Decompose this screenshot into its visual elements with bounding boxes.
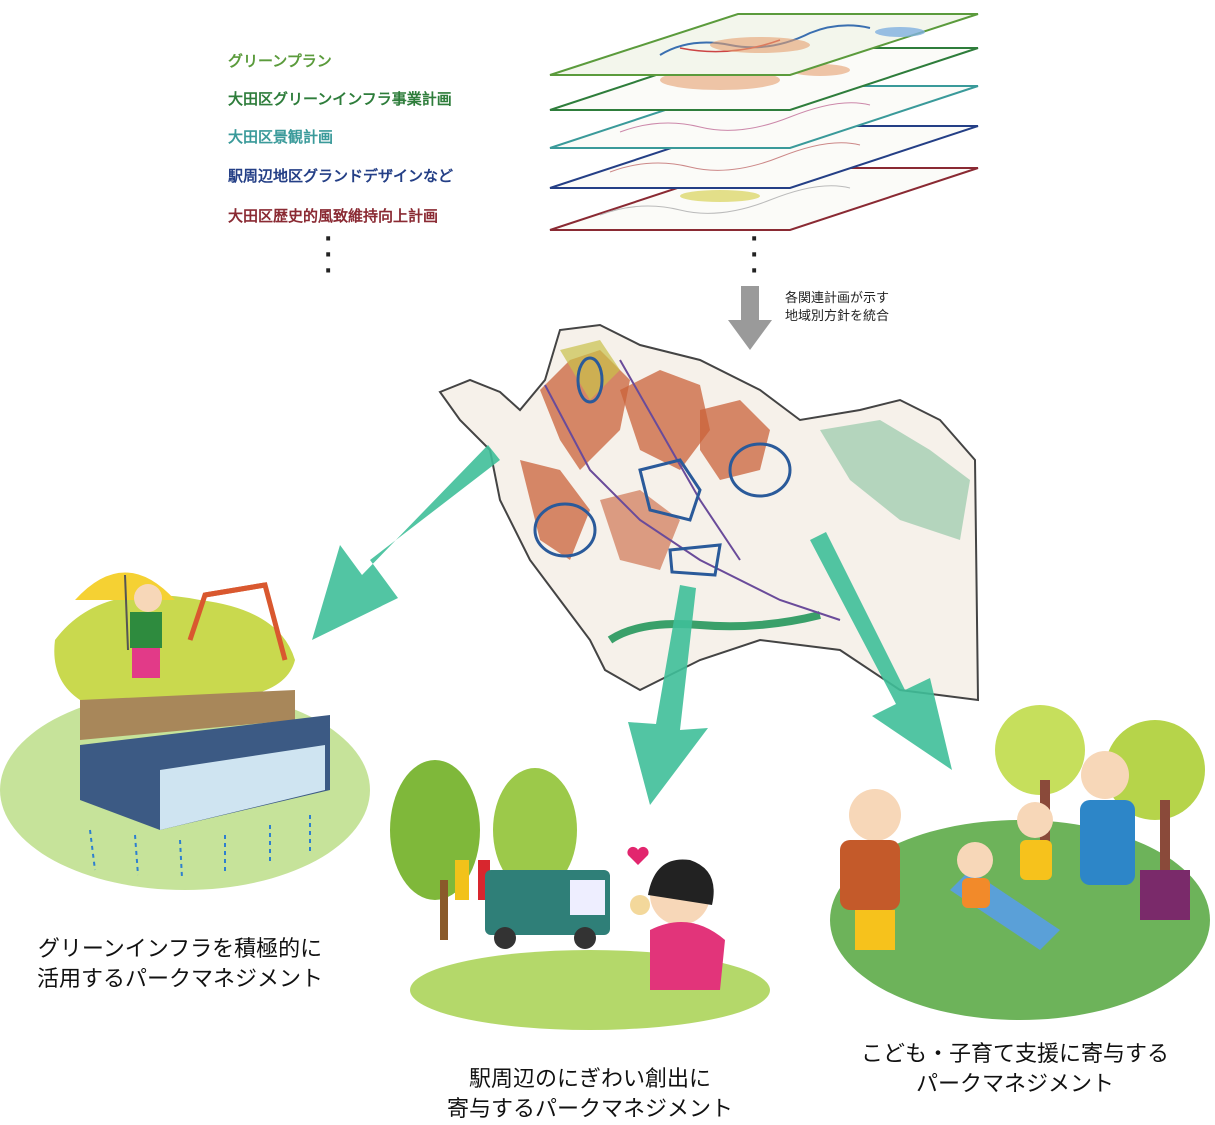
layer-label-historic-plan: 大田区歴史的風致維持向上計画 <box>228 207 439 225</box>
caption-green-infra: グリーンインフラを積極的に 活用するパークマネジメント <box>20 935 340 995</box>
caption-green-infra-line2: 活用するパークマネジメント <box>36 967 323 992</box>
integration-note: 各関連計画が示す 地域別方針を統合 <box>785 290 889 326</box>
family-illustration <box>830 705 1210 1020</box>
caption-child-support-line1: こども・子育て支援に寄与する <box>860 1042 1169 1067</box>
plan-layer-stack <box>549 13 979 231</box>
layer-label-green-plan: グリーンプラン <box>228 52 332 70</box>
continuation-dots-right: ··· <box>750 227 759 284</box>
integration-note-line2: 地域別方針を統合 <box>785 309 890 324</box>
integration-arrow <box>728 286 772 350</box>
green-infra-illustration <box>0 572 370 890</box>
outcome-arrows <box>312 445 952 805</box>
caption-station-activity-line2: 寄与するパークマネジメント <box>446 1097 733 1122</box>
layer-label-station-design: 駅周辺地区グランドデザインなど <box>228 167 454 185</box>
integration-note-line1: 各関連計画が示す <box>785 291 890 306</box>
caption-green-infra-line1: グリーンインフラを積極的に <box>37 937 323 962</box>
plan-layer-1 <box>549 13 979 76</box>
food-truck-illustration <box>390 760 770 1030</box>
caption-station-activity-line1: 駅周辺のにぎわい創出に <box>468 1067 711 1092</box>
layer-label-landscape-plan: 大田区景観計画 <box>228 128 334 146</box>
caption-station-activity: 駅周辺のにぎわい創出に 寄与するパークマネジメント <box>430 1065 750 1125</box>
layer-label-green-infra-plan: 大田区グリーンインフラ事業計画 <box>228 90 452 108</box>
caption-child-support: こども・子育て支援に寄与する パークマネジメント <box>845 1040 1185 1100</box>
continuation-dots-left: ··· <box>324 227 333 284</box>
integrated-map <box>438 323 980 702</box>
caption-child-support-line2: パークマネジメント <box>915 1072 1114 1097</box>
